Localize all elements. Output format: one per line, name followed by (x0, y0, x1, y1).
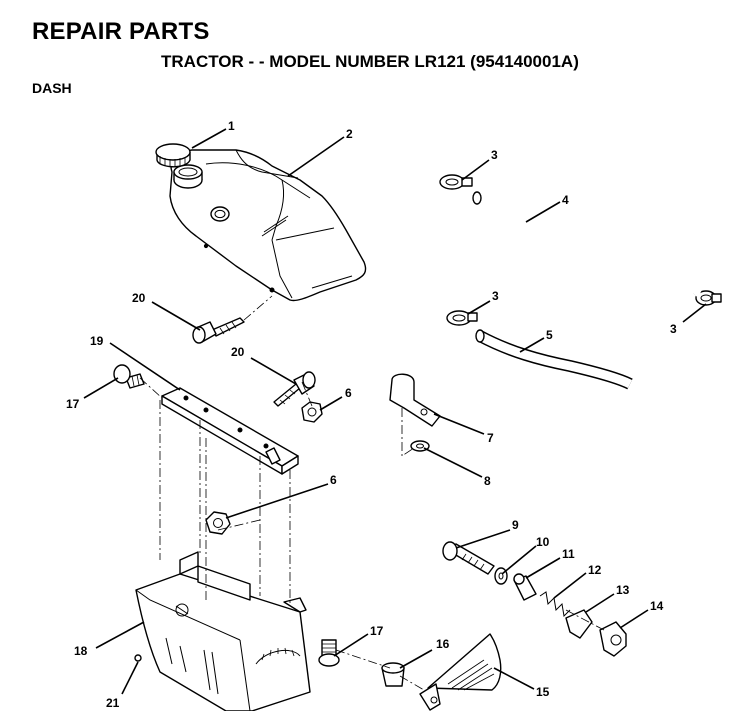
page-title: REPAIR PARTS (32, 18, 210, 45)
part-11-spacer (513, 573, 537, 601)
part-7-clip (389, 373, 441, 427)
callout-5: 5 (546, 328, 553, 342)
callout-20-lower: 20 (231, 345, 245, 359)
callout-8: 8 (484, 474, 491, 488)
callout-20-upper: 20 (132, 291, 146, 305)
part-3-hose-clamp-upper (439, 174, 473, 190)
callout-3-right: 3 (670, 322, 677, 336)
part-3-hose-clamp-middle (446, 310, 478, 326)
leader-lines (83, 128, 707, 695)
callout-18: 18 (74, 644, 88, 658)
part-5-fuel-hose (475, 329, 633, 390)
callout-9: 9 (512, 518, 519, 532)
callout-17-upper: 17 (66, 397, 80, 411)
callout-16: 16 (436, 637, 450, 651)
callout-17-lower: 17 (370, 624, 384, 638)
section-label: DASH (32, 80, 72, 96)
callout-15: 15 (536, 685, 550, 699)
part-13-clip (565, 609, 593, 639)
callout-numbers: 1 2 3 4 3 3 5 20 19 20 17 6 7 8 6 9 10 1… (66, 119, 677, 710)
callout-3-middle: 3 (492, 289, 499, 303)
callout-11: 11 (562, 547, 575, 561)
part-6-nut-lower (205, 511, 231, 535)
callout-10: 10 (536, 535, 550, 549)
part-12-spring (539, 591, 571, 618)
callout-19: 19 (90, 334, 104, 348)
callout-6-upper: 6 (345, 386, 352, 400)
part-2-dash-housing (169, 149, 367, 302)
part-20-screw-lower (273, 371, 316, 407)
part-14-latch (599, 621, 627, 657)
assembly-lines (139, 295, 605, 691)
callout-1: 1 (228, 119, 235, 133)
part-1-fuel-cap (155, 143, 191, 168)
part-15-quadrant (419, 633, 502, 711)
callout-14: 14 (650, 599, 664, 613)
part-18-dash-panel (135, 551, 311, 711)
callout-21: 21 (106, 696, 120, 710)
part-3-hose-clamp-right (695, 290, 722, 306)
part-19-bracket (161, 387, 299, 475)
part-16-knob (381, 662, 405, 687)
callout-6-lower: 6 (330, 473, 337, 487)
part-9-bolt (442, 541, 495, 575)
callout-3-upper: 3 (491, 148, 498, 162)
part-21-fastener (134, 654, 142, 662)
part-4-fuel-hose (472, 191, 703, 298)
part-20-screw-upper (192, 317, 245, 344)
model-subtitle: TRACTOR - - MODEL NUMBER LR121 (95414000… (161, 52, 579, 71)
callout-12: 12 (588, 563, 602, 577)
part-17-bolt-upper (113, 364, 145, 389)
callout-4: 4 (562, 193, 569, 207)
callout-2: 2 (346, 127, 353, 141)
callout-13: 13 (616, 583, 630, 597)
part-17-bolt-lower (318, 639, 340, 667)
callout-7: 7 (487, 431, 494, 445)
